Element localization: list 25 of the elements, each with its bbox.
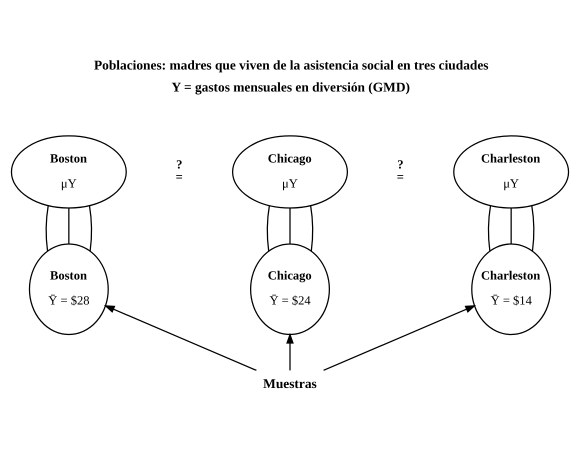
connector bbox=[510, 208, 512, 244]
connector bbox=[310, 206, 314, 252]
node-ellipse: Charleston μY bbox=[453, 135, 570, 209]
connector bbox=[88, 206, 92, 252]
arrow bbox=[104, 305, 257, 371]
label: = bbox=[176, 170, 183, 184]
label: ? bbox=[397, 158, 404, 172]
label: Y = gastos mensuales en diversión (GMD) bbox=[171, 79, 410, 94]
connector bbox=[46, 206, 49, 252]
node-ellipse: Charleston Ȳ = $14 bbox=[471, 243, 552, 336]
node-text: Muestras bbox=[263, 376, 317, 391]
node-ellipse: Boston μY bbox=[10, 135, 127, 209]
node-ellipse: Chicago Ȳ = $24 bbox=[250, 243, 330, 336]
node-ellipse: Chicago μY bbox=[232, 135, 348, 209]
connector bbox=[289, 208, 291, 244]
node-ellipse: Boston Ȳ = $28 bbox=[28, 243, 109, 336]
label: ? bbox=[176, 158, 182, 172]
connector bbox=[266, 206, 270, 252]
connector bbox=[68, 208, 70, 244]
connector bbox=[488, 206, 492, 252]
diagram-title: Poblaciones: madres que viven de la asistencia social en tres ciudades bbox=[94, 58, 489, 73]
arrow bbox=[323, 305, 476, 371]
label: = bbox=[396, 170, 404, 184]
connector bbox=[531, 206, 534, 252]
arrow bbox=[286, 332, 294, 370]
